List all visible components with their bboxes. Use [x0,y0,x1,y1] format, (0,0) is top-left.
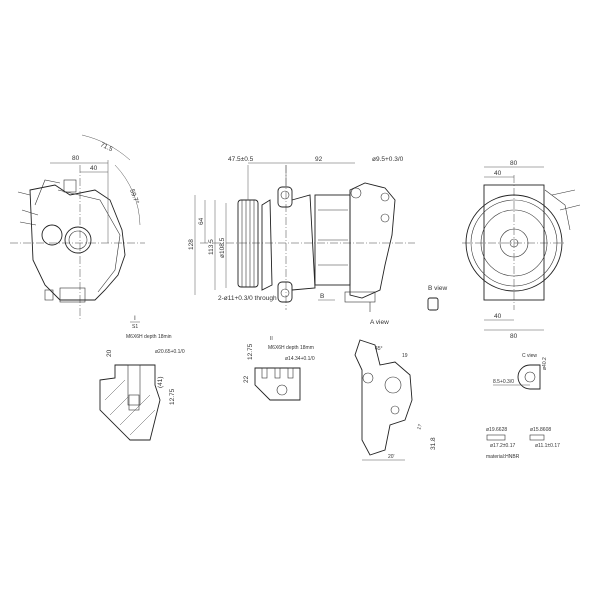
dim-front-half: 40 [90,165,98,172]
a-view-dim-17: 17 [416,423,424,430]
detail-ii-thread: M6X6H depth 18mm [268,345,314,351]
c-view-hole: 8.5+0.3/0 [493,379,514,385]
dim-rear-top-half: 40 [494,170,502,177]
detail-i-thread: M6X6H depth 18min [126,334,172,340]
dim-height: 128 [188,239,195,250]
dim-through-holes: 2-ø11+0.3/0 through [218,295,277,302]
front-view: 80 40 71.5 59.7° [10,134,145,320]
dim-rear-bottom-half: 40 [494,313,502,320]
detail-ii: II M6X6H depth 18mm ø14.34+0.1/0 12.75 2… [243,336,315,401]
seal1-dim: ø17.2±0.17 [490,443,515,449]
detail-i-dim-20: 20 [106,349,113,357]
rear-view: 80 40 40 80 [462,160,581,340]
dim-length: 92 [315,156,323,163]
a-view-dim-318: 31.8 [430,437,437,450]
detail-i-dim-41: (41) [157,376,164,388]
detail-i-label: I [134,315,136,322]
detail-ii-label: II [270,336,273,342]
seal2-dim: ø11.1±0.17 [535,443,560,449]
detail-ii-dim-1275: 12.75 [247,343,254,360]
seal-material: material:HNBR [486,454,520,460]
detail-i-bore: ø20.65+0.1/0 [155,349,185,355]
side-view: 47.5±0.5 92 ø9.5+0.3/0 128 64 113.5 ø108… [188,156,447,326]
b-view-connector [427,297,439,311]
dim-front-angle: 59.7° [128,188,141,205]
seal2-top: ø15.8608 [530,427,551,433]
dim-mount: 113.5 [208,239,215,255]
a-view-label: A view [370,319,389,326]
seal-details: ø19.6628 ø17.2±0.17 ø15.8608 ø11.1±0.17 … [486,427,560,460]
dim-pulley: ø108.5 [219,237,226,258]
arrow-b-label: B [320,293,324,300]
detail-ii-dim-22: 22 [243,375,250,383]
a-view-dim-19: 19 [402,353,408,359]
detail-i: I S1 M6X6H depth 18min ø20.65+0.1/0 20 (… [99,315,185,441]
dim-half-height: 64 [198,217,205,225]
dim-rear-top-width: 80 [510,160,518,167]
dim-front-width: 80 [72,155,80,162]
detail-ii-bore: ø14.34+0.1/0 [285,356,315,362]
dim-front-arc: 71.5 [99,141,114,153]
seal1-top: ø19.6628 [486,427,507,433]
a-view-angle: 45° [375,346,383,352]
c-view: C view 8.5+0.3/0 ø40.2 [493,353,548,390]
dim-clutch: 47.5±0.5 [228,156,254,163]
c-view-label: C view [522,353,537,359]
c-view-dim-v: ø40.2 [542,357,548,370]
a-view: 45° 19 17 31.8 20' [354,339,437,461]
detail-i-scale: S1 [132,324,138,330]
dim-rear-bottom-width: 80 [510,333,518,340]
dim-port-hole: ø9.5+0.3/0 [372,156,404,163]
detail-i-dim-1275: 12.75 [169,388,176,405]
a-view-dim-20: 20' [388,454,395,460]
b-view-label: B view [428,285,447,292]
